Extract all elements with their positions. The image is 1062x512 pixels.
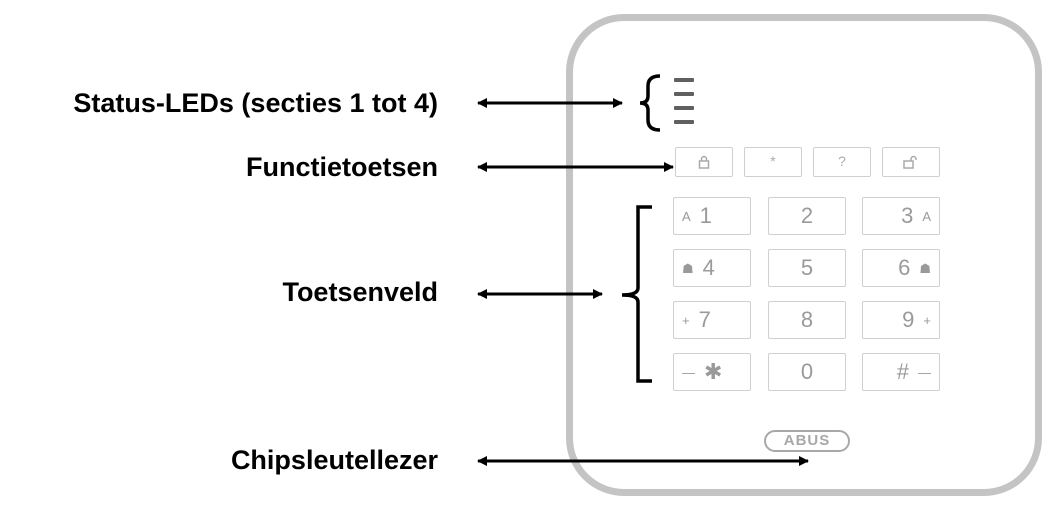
function-key-help[interactable]: ? — [813, 147, 871, 177]
function-key-help-label: ? — [838, 153, 846, 169]
key-8-label: 8 — [800, 307, 814, 332]
status-led-1 — [674, 78, 694, 82]
key-6-label: 6 — [898, 255, 911, 280]
medical-cross-icon: + — [923, 312, 931, 328]
bracket-icon: — — [918, 364, 931, 380]
label-keypad: Toetsenveld — [282, 277, 438, 307]
bracket-status-leds — [639, 74, 661, 132]
key-3[interactable]: 3 A — [862, 197, 940, 235]
unlock-icon — [903, 156, 917, 170]
status-led-2 — [674, 92, 694, 96]
key-7[interactable]: + 7 — [673, 301, 751, 339]
key-star-label: ✱ — [704, 359, 723, 384]
key-8[interactable]: 8 — [768, 301, 846, 339]
bell-icon: ☗ — [682, 260, 694, 276]
function-key-star-label: * — [770, 153, 776, 169]
key-4-label: 4 — [702, 255, 715, 280]
bracket-keypad — [621, 205, 652, 383]
key-star[interactable]: — ✱ — [673, 353, 751, 391]
function-key-lock[interactable] — [675, 147, 733, 177]
key-6[interactable]: 6 ☗ — [862, 249, 940, 287]
label-status-leds: Status-LEDs (secties 1 tot 4) — [73, 88, 438, 118]
function-key-star[interactable]: * — [744, 147, 802, 177]
status-led-4 — [674, 120, 694, 124]
key-1[interactable]: A 1 — [673, 197, 751, 235]
key-5[interactable]: 5 — [768, 249, 846, 287]
function-key-unlock[interactable] — [882, 147, 940, 177]
fire-icon: A — [922, 208, 931, 224]
fire-icon: A — [682, 208, 691, 224]
label-chip-reader: Chipsleutellezer — [230, 445, 438, 475]
keypad-device-housing — [566, 14, 1042, 496]
key-2[interactable]: 2 — [768, 197, 846, 235]
key-5-label: 5 — [800, 255, 814, 280]
key-9[interactable]: 9 + — [862, 301, 940, 339]
status-led-3 — [674, 106, 694, 110]
lock-icon — [698, 156, 710, 170]
key-9-label: 9 — [902, 307, 915, 332]
label-function-keys: Functietoetsen — [245, 152, 438, 182]
key-hash[interactable]: # — — [862, 353, 940, 391]
key-0-label: 0 — [800, 359, 814, 384]
key-7-label: 7 — [698, 307, 711, 332]
key-2-label: 2 — [800, 203, 814, 228]
abus-logo-chip-reader: ABUS — [764, 430, 850, 452]
bell-icon: ☗ — [919, 260, 931, 276]
medical-cross-icon: + — [682, 312, 690, 328]
key-hash-label: # — [896, 359, 909, 384]
key-3-label: 3 — [901, 203, 914, 228]
key-4[interactable]: ☗ 4 — [673, 249, 751, 287]
bracket-icon: — — [682, 364, 695, 380]
key-0[interactable]: 0 — [768, 353, 846, 391]
key-1-label: 1 — [699, 203, 712, 228]
